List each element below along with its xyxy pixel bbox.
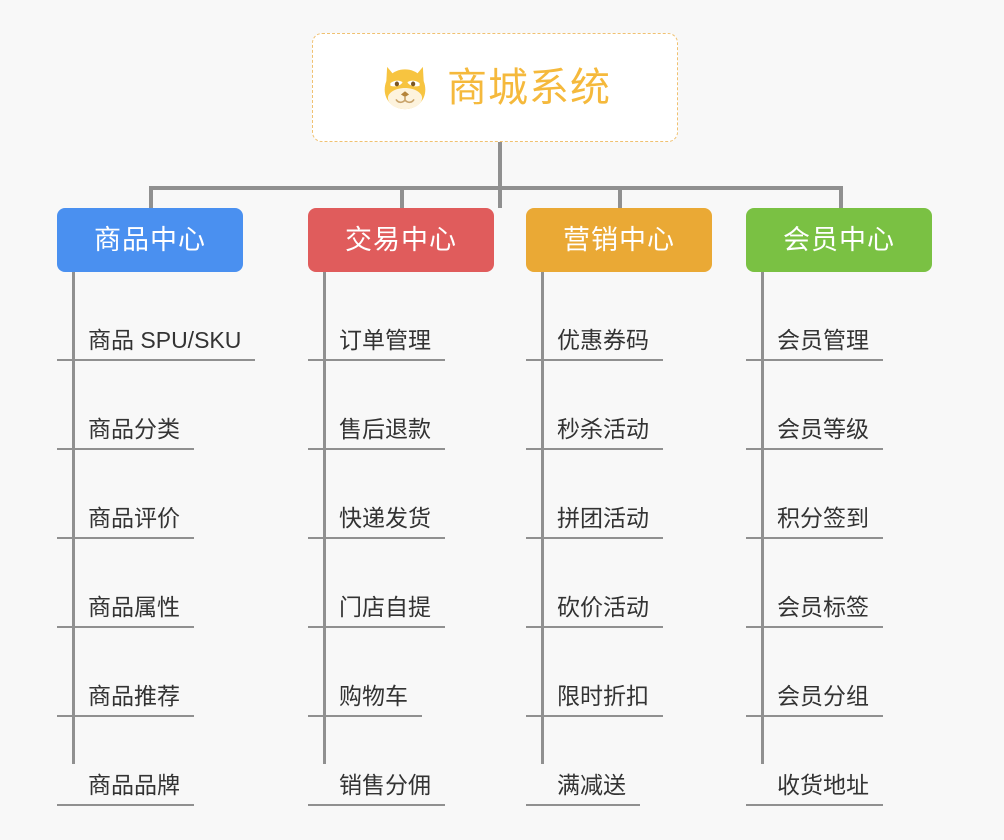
leaf-label: 秒杀活动 [557,415,649,442]
leaf-item[interactable]: 砍价活动 [526,539,663,628]
connector-drop-1 [149,186,153,208]
leaf-label: 商品品牌 [88,771,180,798]
leaf-item[interactable]: 商品推荐 [57,628,255,717]
leaf-label: 商品 SPU/SKU [88,326,242,353]
leaf-label: 会员等级 [777,415,869,442]
category-label-4: 会员中心 [783,224,895,255]
leaf-label: 门店自提 [339,593,431,620]
leaf-spine-3 [541,272,544,764]
leaf-item[interactable]: 商品分类 [57,361,255,450]
leaf-list-2: 订单管理 售后退款 快递发货 门店自提 购物车 销售分佣 [308,272,445,806]
leaf-item[interactable]: 会员管理 [746,272,883,361]
leaf-item[interactable]: 售后退款 [308,361,445,450]
category-box-4[interactable]: 会员中心 [746,208,932,272]
leaf-item[interactable]: 限时折扣 [526,628,663,717]
leaf-label: 售后退款 [339,415,431,442]
category-box-3[interactable]: 营销中心 [526,208,712,272]
category-label-3: 营销中心 [563,224,675,255]
leaf-list-3: 优惠券码 秒杀活动 拼团活动 砍价活动 限时折扣 满减送 [526,272,663,806]
leaf-spine-4 [761,272,764,764]
root-node[interactable]: 商城系统 [312,33,678,142]
leaf-item[interactable]: 满减送 [526,717,663,806]
connector-drop-4 [839,186,843,208]
leaf-label: 商品推荐 [88,682,180,709]
leaf-spine-1 [72,272,75,764]
shiba-dog-face-icon [384,66,426,109]
leaf-item[interactable]: 购物车 [308,628,445,717]
leaf-item[interactable]: 会员标签 [746,539,883,628]
leaf-item[interactable]: 收货地址 [746,717,883,806]
leaf-label: 优惠券码 [557,326,649,353]
leaf-item[interactable]: 秒杀活动 [526,361,663,450]
leaf-label: 满减送 [557,771,626,798]
leaf-item[interactable]: 商品 SPU/SKU [57,272,256,361]
connector-drop-3 [618,186,622,208]
leaf-item[interactable]: 销售分佣 [308,717,445,806]
leaf-list-1: 商品 SPU/SKU 商品分类 商品评价 商品属性 商品推荐 商品品牌 [57,272,256,806]
leaf-item[interactable]: 拼团活动 [526,450,663,539]
leaf-label: 购物车 [339,682,408,709]
leaf-item[interactable]: 快递发货 [308,450,445,539]
leaf-label: 砍价活动 [557,593,649,620]
leaf-item[interactable]: 会员等级 [746,361,883,450]
leaf-spine-2 [323,272,326,764]
leaf-label: 会员标签 [777,593,869,620]
leaf-item[interactable]: 积分签到 [746,450,883,539]
leaf-item[interactable]: 商品属性 [57,539,255,628]
leaf-item[interactable]: 商品评价 [57,450,255,539]
leaf-label: 商品分类 [88,415,180,442]
leaf-label: 收货地址 [777,771,869,798]
leaf-item[interactable]: 优惠券码 [526,272,663,361]
leaf-item[interactable]: 商品品牌 [57,717,255,806]
category-label-1: 商品中心 [94,224,206,255]
leaf-label: 会员分组 [777,682,869,709]
connector-horizontal-bus [149,186,843,190]
root-title: 商城系统 [447,65,611,110]
leaf-label: 积分签到 [777,504,869,531]
connector-drop-2 [400,186,404,208]
leaf-label: 销售分佣 [339,771,431,798]
leaf-list-4: 会员管理 会员等级 积分签到 会员标签 会员分组 收货地址 [746,272,883,806]
leaf-label: 商品评价 [88,504,180,531]
category-box-2[interactable]: 交易中心 [308,208,494,272]
leaf-label: 会员管理 [777,326,869,353]
leaf-item[interactable]: 会员分组 [746,628,883,717]
category-box-1[interactable]: 商品中心 [57,208,243,272]
leaf-label: 订单管理 [339,326,431,353]
leaf-label: 限时折扣 [557,682,649,709]
leaf-item[interactable]: 订单管理 [308,272,445,361]
leaf-label: 快递发货 [339,504,431,531]
leaf-label: 商品属性 [88,593,180,620]
leaf-label: 拼团活动 [557,504,649,531]
leaf-item[interactable]: 门店自提 [308,539,445,628]
category-label-2: 交易中心 [345,224,457,255]
connector-root-stem [498,142,502,208]
